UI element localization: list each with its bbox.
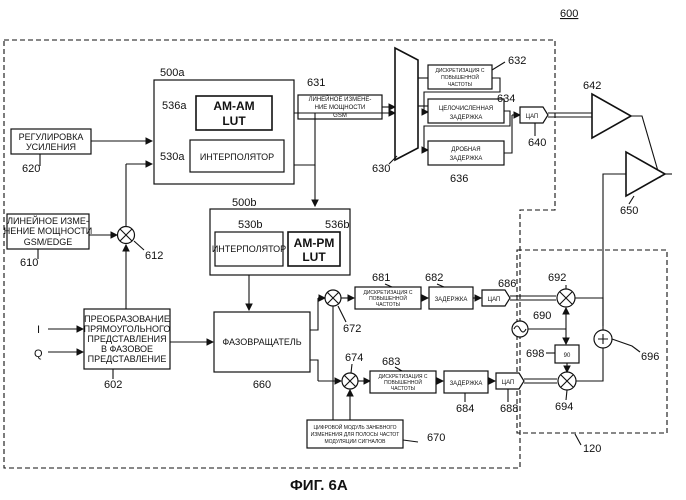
mult692-ref: 692 <box>548 272 566 284</box>
delay684-label: ЗАДЕРЖКА <box>450 381 483 387</box>
region-120-ref: 120 <box>583 443 601 455</box>
dac640-ref: 640 <box>528 137 546 149</box>
frac-delay-line2: ЗАДЕРЖКА <box>450 156 483 162</box>
oscillator-690 <box>512 321 528 337</box>
up681-line2: ПОВЫШЕННОЙ <box>369 294 407 302</box>
frac-delay-ref: 636 <box>450 173 468 185</box>
frac-delay-line1: ДРОБНАЯ <box>451 147 480 153</box>
mult-612-ref: 612 <box>145 250 163 262</box>
lin-edge-ref: 610 <box>20 257 38 269</box>
dm-line2: ИЗМЕНЕНИЯ ДЛЯ ПОЛОСЫ ЧАСТОТ <box>311 432 400 438</box>
am-am-ref: 536a <box>162 100 187 112</box>
mult674-ref: 674 <box>345 352 363 364</box>
gain-ref: 620 <box>22 163 40 175</box>
mux-ref: 630 <box>372 163 390 175</box>
multiplier-692 <box>557 289 575 307</box>
rp-line2: ПРЯМОУГОЛЬНОГО <box>84 324 171 334</box>
lin-edge-line2: НЕНИЕ МОЩНОСТИ <box>4 226 93 236</box>
delay682-ref: 682 <box>425 272 443 284</box>
lin-gsm-line1: ЛИНЕЙНОЕ ИЗМЕНЕ- <box>309 95 372 103</box>
int-delay-line2: ЗАДЕРЖКА <box>450 115 483 121</box>
delay684-ref: 684 <box>456 403 474 415</box>
rp-line4: В ФАЗОВОЕ <box>101 344 153 354</box>
input-q: Q <box>34 348 43 360</box>
interpolator-a-label: ИНТЕРПОЛЯТОР <box>200 152 274 162</box>
interp-b-ref: 530b <box>238 219 262 231</box>
up632-line3: ЧАСТОТЫ <box>448 82 473 88</box>
up632-line2: ПОВЫШЕННОЙ <box>441 73 479 81</box>
gain-line1: РЕГУЛИРОВКА <box>19 132 84 142</box>
ph90-label: 90 <box>564 353 571 359</box>
up632-line1: ДИСКРЕТИЗАЦИЯ С <box>435 68 484 74</box>
block-500b-ref: 500b <box>232 197 256 209</box>
mux-630 <box>395 48 418 160</box>
interpolator-a-ref: 530a <box>160 151 185 163</box>
rp-line1: ПРЕОБРАЗОВАНИЕ <box>84 314 170 324</box>
dac640-label: ЦАП <box>526 114 539 120</box>
dm-line1: ЦИФРОВОЙ МОДУЛЬ ЗАНЕВНОГО <box>313 423 396 431</box>
up683-line3: ЧАСТОТЫ <box>391 386 416 392</box>
lin-edge-line1: ЛИНЕЙНОЕ ИЗМЕ- <box>7 215 89 226</box>
up632-ref: 632 <box>508 55 526 67</box>
interpolator-b-label: ИНТЕРПОЛЯТОР <box>212 244 286 254</box>
am-pm-ref: 536b <box>325 219 349 231</box>
am-am-title: AM-AM <box>213 99 254 113</box>
summer-696 <box>594 330 612 348</box>
int-delay-ref: 634 <box>497 93 515 105</box>
lin-edge-line3: GSM/EDGE <box>24 237 73 247</box>
lin-gsm-line2: НИЕ МОЩНОСТИ <box>315 105 366 111</box>
amplifier-650 <box>626 152 665 196</box>
dac686-label: ЦАП <box>488 297 501 303</box>
multiplier-694 <box>558 372 576 390</box>
lin-gsm-ref: 631 <box>307 77 325 89</box>
amplifier-642 <box>592 94 631 138</box>
amp650-ref: 650 <box>620 205 638 217</box>
phase-rot-label: ФАЗОВРАЩАТЕЛЬ <box>222 337 301 347</box>
gain-line2: УСИЛЕНИЯ <box>26 142 76 152</box>
input-i: I <box>37 324 40 336</box>
dm-ref: 670 <box>427 432 445 444</box>
amp642-ref: 642 <box>583 80 601 92</box>
region-120-boundary <box>517 250 667 433</box>
multiplier-674 <box>342 373 358 389</box>
am-pm-sub: LUT <box>302 250 326 264</box>
delay682-label: ЗАДЕРЖКА <box>435 297 468 303</box>
figure-number: 600 <box>560 8 578 20</box>
sum696-ref: 696 <box>641 351 659 363</box>
up681-line3: ЧАСТОТЫ <box>376 302 401 308</box>
dac686-ref: 686 <box>498 278 516 290</box>
figure-caption: ФИГ. 6A <box>290 477 348 494</box>
am-am-sub: LUT <box>222 114 246 128</box>
block-500a-ref: 500a <box>160 67 185 79</box>
up683-ref: 683 <box>382 356 400 368</box>
multiplier-672 <box>325 290 341 306</box>
rp-line3: ПРЕДСТАВЛЕНИЯ <box>87 334 166 344</box>
dac688-ref: 688 <box>500 403 518 415</box>
up681-ref: 681 <box>372 272 390 284</box>
ph90-ref: 698 <box>526 348 544 360</box>
rp-line5: ПРЕДСТАВЛЕНИЕ <box>88 354 167 364</box>
int-delay-line1: ЦЕЛОЧИСЛЕННАЯ <box>439 106 493 112</box>
up683-line2: ПОВЫШЕННОЙ <box>384 378 422 386</box>
am-pm-title: AM-PM <box>294 236 335 250</box>
multiplier-612 <box>118 227 135 244</box>
rp-ref: 602 <box>104 379 122 391</box>
lin-gsm-line3: GSM <box>333 113 347 119</box>
mult694-ref: 694 <box>555 401 573 413</box>
mult672-ref: 672 <box>343 323 361 335</box>
dac688-label: ЦАП <box>502 380 515 386</box>
phase-rot-ref: 660 <box>253 379 271 391</box>
osc-ref: 690 <box>533 310 551 322</box>
dm-line3: МОДУЛЯЦИИ СИГНАЛОВ <box>324 439 386 445</box>
